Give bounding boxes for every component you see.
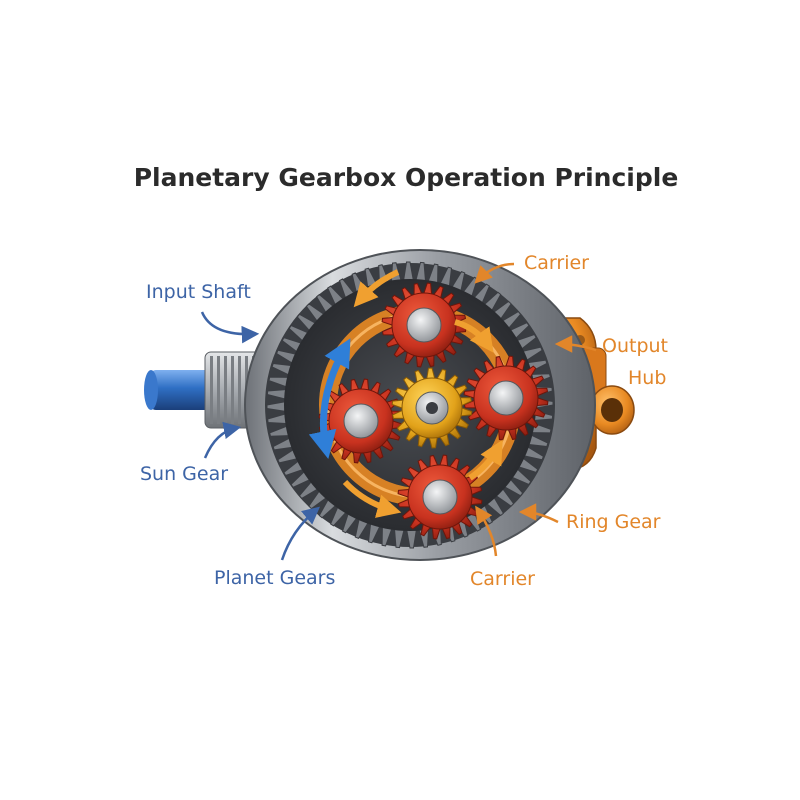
rotation-arrows [308,269,503,518]
sun-gear-callout-arrow [203,421,242,459]
planet-gear-right [463,355,549,441]
planet-pin-icon [488,380,524,416]
ring-gear-callout-arrow [518,503,559,524]
pinion-tooth [238,356,241,424]
planet-pin-icon [406,307,442,343]
carrier-bottom-callout-arrow [475,505,498,557]
rotation-arrow-bottom-right [468,439,503,481]
label-output-hub-line2: Hub [628,367,666,389]
planet-gear-bottom [397,454,483,540]
page-title: Planetary Gearbox Operation Principle [134,163,679,192]
planet-pin-icon [422,479,458,515]
label-ring-gear: Ring Gear [566,511,661,533]
label-carrier-bottom: Carrier [470,568,535,590]
label-output-hub-line1: Output [602,335,668,357]
planet-gears-callout-arrow [280,506,321,561]
pinion-tooth [210,356,213,424]
label-planet-gears: Planet Gears [214,567,335,589]
planet-pin-icon [343,403,379,439]
sun-gear [391,367,473,449]
output-hub-callout-arrow [554,335,597,353]
carrier-top-callout-arrow [474,262,515,284]
rotation-arrow-bottom-left [342,479,402,518]
rotation-arrow-left-blue [308,338,351,459]
rotation-arrow-top [353,269,400,308]
planet-gear-left [318,378,404,464]
label-sun-gear: Sun Gear [140,463,228,485]
input-shaft-callout-arrow [200,311,260,344]
input-shaft [144,370,220,410]
planet-gear-top [381,282,467,368]
label-input-shaft: Input Shaft [146,281,251,303]
pinion-tooth [217,356,220,424]
rotation-arrow-upper-right [454,319,494,353]
pinion-tooth [231,356,234,424]
label-carrier-top: Carrier [524,252,589,274]
pinion-tooth [224,356,227,424]
